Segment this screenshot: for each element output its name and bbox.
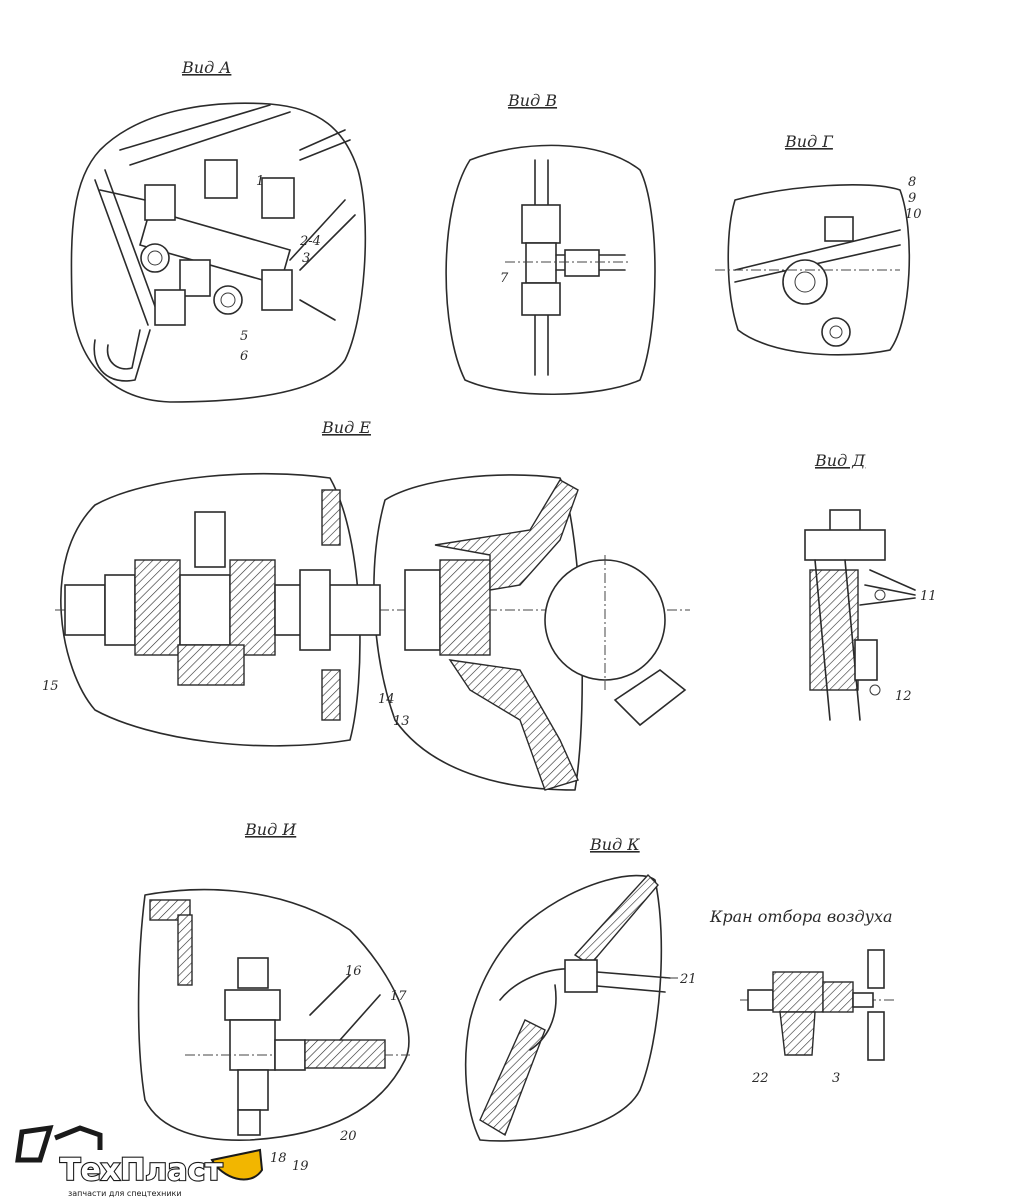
view-k-title: Вид К [589, 835, 640, 854]
callout-2-4: 2-4 [299, 234, 321, 249]
callout-21: 21 [679, 972, 697, 987]
view-g: Вид Г 8 9 10 [715, 132, 922, 356]
view-g-title: Вид Г [784, 132, 834, 151]
view-e: Вид Е 15 14 13 [42, 418, 690, 791]
callout-10: 10 [905, 207, 922, 222]
callout-1: 1 [256, 174, 264, 189]
view-i-title: Вид И [244, 820, 297, 839]
callout-17: 17 [390, 989, 407, 1004]
view-k: Вид К 21 [464, 835, 697, 1142]
view-e-left-outline [60, 472, 361, 747]
excavator-arm-icon [15, 1124, 103, 1163]
callout-16: 16 [345, 964, 362, 979]
view-a-title: Вид А [181, 58, 231, 77]
logo-tagline: запчасти для спецтехники [68, 1189, 182, 1198]
callout-22: 22 [751, 1071, 769, 1086]
callout-11: 11 [920, 589, 937, 604]
callout-7: 7 [500, 271, 509, 286]
air-valve-caption: Кран отбора воздуха [709, 907, 893, 926]
view-g-outline [727, 184, 911, 356]
view-e-title: Вид Е [321, 418, 371, 437]
callout-20: 20 [339, 1129, 357, 1144]
callout-19: 19 [292, 1159, 309, 1174]
callout-15: 15 [42, 679, 59, 694]
callout-9: 9 [908, 191, 916, 206]
callout-3: 3 [302, 251, 310, 266]
view-d-title: Вид Д [814, 451, 866, 470]
view-b: Вид В 7 [445, 91, 656, 396]
callout-8: 8 [908, 175, 916, 190]
view-a-outline [70, 102, 367, 403]
air-valve-drawing: Кран отбора воздуха 22 3 [709, 907, 895, 1086]
callout-5: 5 [240, 329, 248, 344]
view-b-title: Вид В [507, 91, 557, 110]
view-e-right-outline [373, 474, 584, 791]
view-a: Вид А 1 2-4 3 5 6 [70, 58, 367, 403]
techplast-logo: ТехПласт запчасти для спецтехники [15, 1124, 264, 1198]
callout-18: 18 [270, 1151, 287, 1166]
view-d: Вид Д 11 12 [804, 451, 937, 721]
callout-13: 13 [393, 714, 410, 729]
callout-14: 14 [378, 692, 395, 707]
callout-3-valve: 3 [832, 1071, 840, 1086]
logo-name: ТехПласт [60, 1153, 223, 1188]
view-i-outline [137, 888, 410, 1142]
bucket-icon [210, 1148, 264, 1181]
view-a-pipes [93, 104, 356, 382]
callout-12: 12 [895, 689, 912, 704]
view-i: Вид И 16 17 18 19 20 [137, 820, 410, 1174]
view-a-block [99, 159, 336, 326]
callout-6: 6 [240, 349, 248, 364]
view-b-outline [445, 144, 656, 396]
